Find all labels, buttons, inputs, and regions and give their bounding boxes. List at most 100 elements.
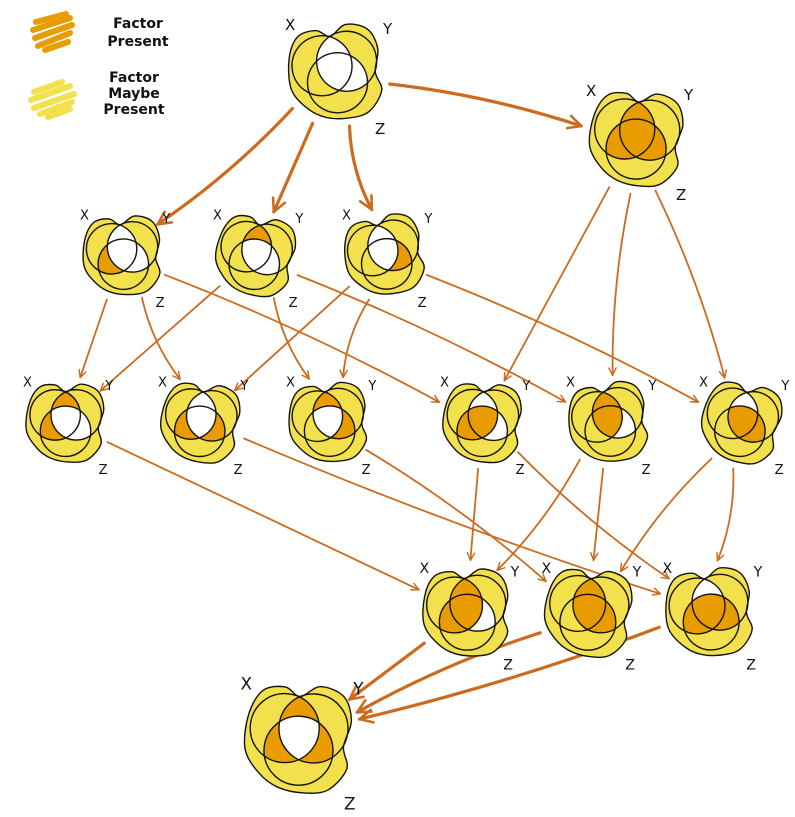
arrow-d4-d10 [425,274,700,403]
label-y: Y [753,565,763,581]
label-x: X [342,209,351,224]
label-z: Z [362,463,371,478]
label-z: Z [234,463,243,478]
label-z: Z [99,463,108,478]
circle-x [291,35,353,97]
label-x: X [241,674,253,694]
arrow-d0-d1 [388,82,583,130]
circle-x [446,388,499,441]
legend-maybe: Factor Maybe Present [28,70,165,120]
arrow-d4-d7 [339,298,370,379]
circle-z [714,405,766,458]
circle-z [39,405,92,458]
label-x: X [23,376,32,391]
arrow-d10-d12 [619,457,713,573]
label-y: Y [382,20,393,38]
venn-diagram-d3: X Y Z [213,209,304,311]
label-z: Z [156,296,165,311]
arrow-d0-d4 [347,124,374,212]
circle-y [312,387,365,440]
circle-z [438,593,496,651]
label-y: Y [294,212,304,227]
circle-x [346,224,399,277]
circle-y [185,389,238,442]
label-y: Y [780,379,790,394]
circle-z [263,715,334,786]
circle-y [50,388,103,441]
arrow-d2-d8 [163,273,441,404]
circle-x [85,222,138,275]
circle-x [164,388,217,441]
label-y: Y [239,379,249,394]
legend: Factor Present Factor Maybe Present [28,11,169,120]
arrow-d7-d12 [365,448,547,583]
label-z: Z [503,658,513,674]
circle-z [559,593,617,651]
circle-y [467,389,520,442]
circle-y [591,386,644,439]
circle-y [241,223,293,276]
label-z: Z [642,463,651,478]
label-x: X [699,376,708,391]
arrow-d3-d5 [99,285,221,392]
region-xyz [106,238,139,274]
arrow-d4-d6 [233,285,351,392]
venn-diagram-d9: X Y Z [566,376,657,478]
circle-x [668,577,726,635]
label-x: X [80,209,89,224]
legend-present-line-1: Factor [113,16,163,32]
label-y: Y [423,212,433,227]
legend-maybe-line-3: Present [103,102,164,118]
circle-y [691,573,749,631]
label-x: X [440,376,449,391]
circle-y [449,574,507,632]
label-y: Y [683,86,694,104]
venn-diagram-d4: X Y Z [342,209,433,311]
label-y: Y [521,379,531,394]
arrow-d1-d10 [654,189,728,379]
label-z: Z [418,296,427,311]
circle-x [706,387,759,440]
legend-present-line-2: Present [107,34,168,50]
label-x: X [566,376,575,391]
region-xyz [277,716,321,765]
label-y: Y [647,379,657,394]
label-x: X [213,209,222,224]
arrow-d12-d14 [355,631,542,714]
region-xyz [617,119,658,162]
label-x: X [586,82,596,100]
label-y: Y [632,565,642,581]
label-z: Z [289,296,298,311]
label-z: Z [746,658,756,674]
arrow-d0-d2 [156,106,295,226]
arrow-d1-d8 [503,186,611,382]
arrows [78,82,735,724]
circle-z [97,238,150,291]
label-z: Z [344,793,356,813]
circle-x [594,98,656,160]
orange-marker-scribble-icon [30,11,75,53]
circle-x [220,220,273,273]
region-xyz [466,406,500,442]
label-x: X [158,376,167,391]
circle-y [572,576,630,634]
circle-z [584,405,637,457]
label-x: X [542,561,552,577]
arrow-d9-d11 [496,458,581,572]
region-xyz [448,594,484,633]
circle-x [425,576,484,634]
circle-z [682,593,740,651]
yellow-marker-scribble-icon [28,79,77,120]
label-x: X [286,376,295,391]
arrow-d5-d11 [106,441,420,591]
label-x: X [420,561,430,577]
circle-x [291,390,344,443]
